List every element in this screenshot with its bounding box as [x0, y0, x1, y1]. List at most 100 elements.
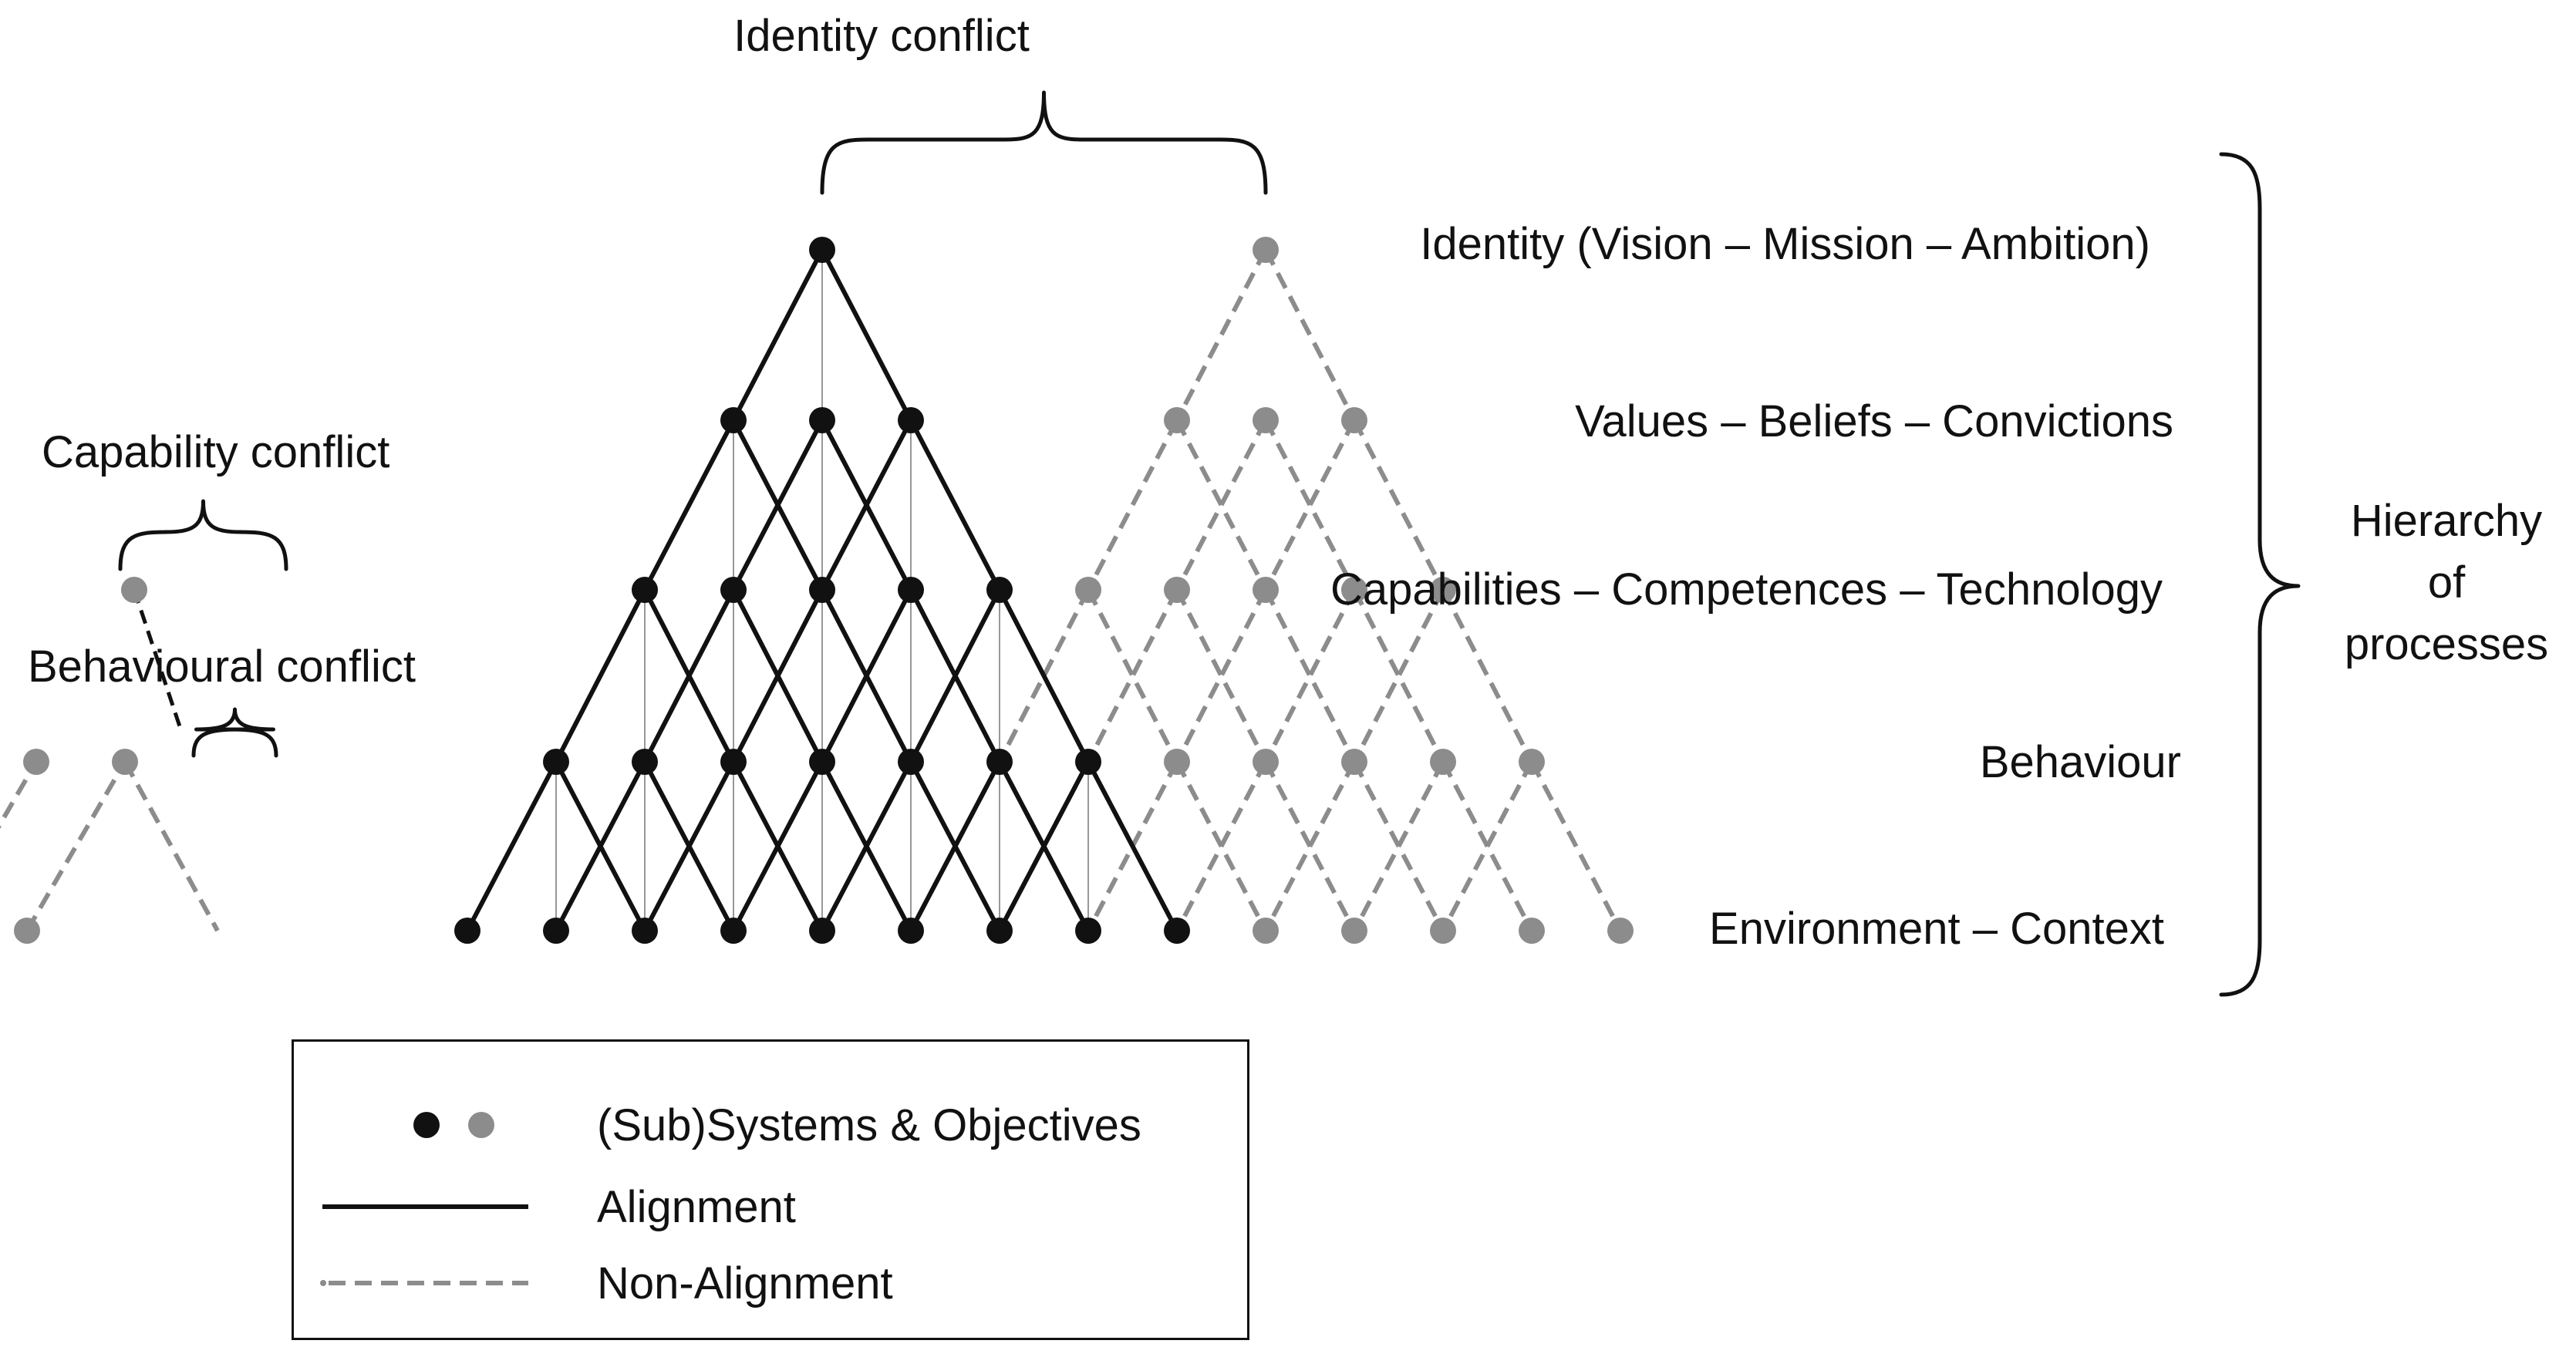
non-alignment-line	[1263, 760, 1357, 932]
capability-conflict-brace	[118, 499, 288, 571]
aligned-node	[720, 918, 747, 944]
non-aligned-node	[1075, 577, 1101, 603]
alignment-line	[731, 248, 824, 423]
level-identity-label: Identity (Vision – Mission – Ambition)	[1420, 219, 2150, 269]
aligned-node	[986, 918, 1013, 944]
legend-nodes-label: (Sub)Systems & Objectives	[597, 1100, 1141, 1150]
non-alignment-line	[25, 760, 127, 932]
behavioural-conflict-brace	[191, 707, 278, 758]
aligned-node	[1075, 918, 1101, 944]
non-alignment-line	[1175, 588, 1268, 763]
non-alignment-line	[1352, 760, 1445, 932]
non-alignment-line	[1175, 419, 1268, 591]
aligned-node	[898, 577, 924, 603]
non-alignment-line	[1263, 419, 1357, 591]
aligned-node	[1164, 918, 1190, 944]
non-aligned-node	[1253, 749, 1279, 775]
alignment-line	[820, 248, 913, 423]
non-aligned-node	[1341, 577, 1367, 603]
aligned-node	[809, 749, 835, 775]
aligned-nodes	[454, 237, 1190, 944]
non-aligned-node	[1430, 749, 1456, 775]
non-aligned-node	[1164, 749, 1190, 775]
non-alignment-line	[1263, 419, 1357, 591]
non-alignment-line	[1175, 248, 1268, 422]
legend-symbols	[320, 1112, 528, 1286]
legend-non-aligned-node-icon	[468, 1112, 494, 1138]
capability-conflict-label: Capability conflict	[42, 427, 390, 477]
aligned-node	[986, 749, 1013, 775]
aligned-node	[809, 918, 835, 944]
non-aligned-node	[1430, 918, 1456, 944]
alignment-line	[642, 588, 736, 764]
non-aligned-node	[1253, 407, 1279, 433]
non-aligned-node	[112, 749, 138, 775]
alignment-line	[1086, 759, 1179, 933]
hierarchy-line-1: Hierarchy	[2350, 496, 2543, 546]
non-aligned-node	[1519, 918, 1545, 944]
non-aligned-node	[1341, 407, 1367, 433]
non-alignment-line	[1263, 588, 1357, 763]
non-alignment-line	[1175, 760, 1268, 932]
behavioural-conflict-link	[132, 589, 183, 729]
alignment-line	[997, 759, 1091, 933]
non-alignment-line	[1352, 419, 1445, 591]
non-aligned-node	[1253, 577, 1279, 603]
non-alignment-line	[1441, 760, 1534, 932]
non-aligned-node	[1519, 749, 1545, 775]
aligned-node	[720, 577, 747, 603]
alignment-line	[731, 588, 824, 764]
non-aligned-node	[1341, 749, 1367, 775]
aligned-node	[809, 577, 835, 603]
aligned-node	[543, 918, 569, 944]
aligned-node	[898, 407, 924, 433]
non-aligned-nodes	[14, 237, 1634, 944]
hierarchy-line-2: of	[2427, 557, 2466, 608]
hierarchy-line-3: processes	[2344, 619, 2549, 669]
alignment-line	[909, 588, 1002, 764]
hierarchy-of-processes-label: Hierarchy of processes	[2345, 490, 2548, 675]
alignment-line	[909, 759, 1002, 933]
level-behaviour-label: Behaviour	[1979, 737, 2181, 787]
non-alignment-line	[1529, 760, 1623, 932]
non-alignment-line	[1352, 588, 1445, 763]
alignment-line	[820, 418, 913, 592]
alignment-line	[820, 588, 913, 764]
level-values-label: Values – Beliefs – Convictions	[1575, 396, 2173, 446]
non-aligned-node	[1430, 577, 1456, 603]
non-aligned-node	[1341, 918, 1367, 944]
alignment-line	[731, 418, 824, 592]
non-alignment-line	[1086, 419, 1179, 591]
non-alignment-line	[0, 760, 39, 830]
alignment-line	[465, 759, 558, 933]
vertical-links	[555, 250, 1089, 931]
non-alignment-line	[123, 760, 220, 932]
alignment-line	[731, 759, 824, 933]
level-environment-label: Environment – Context	[1709, 904, 2164, 954]
non-aligned-node	[1164, 577, 1190, 603]
aligned-node	[543, 749, 569, 775]
non-aligned-node	[23, 749, 49, 775]
aligned-node	[632, 577, 658, 603]
non-aligned-node	[121, 577, 147, 603]
legend-alignment-label: Alignment	[597, 1182, 796, 1232]
hierarchy-brace	[2219, 152, 2301, 997]
non-aligned-node	[1164, 407, 1190, 433]
aligned-node	[632, 749, 658, 775]
alignment-line	[554, 588, 647, 764]
alignment-line	[997, 588, 1091, 764]
identity-conflict-brace	[820, 90, 1268, 195]
braces	[118, 90, 2301, 997]
aligned-node	[898, 749, 924, 775]
alignment-network	[465, 248, 1179, 933]
aligned-node	[454, 918, 480, 944]
legend-non-alignment-label: Non-Alignment	[597, 1258, 893, 1308]
aligned-node	[809, 407, 835, 433]
non-alignment-line	[1086, 588, 1179, 763]
aligned-node	[898, 918, 924, 944]
non-alignment-line	[997, 588, 1091, 763]
non-aligned-node	[1607, 918, 1634, 944]
alignment-line	[554, 759, 647, 933]
non-alignment-line	[1086, 588, 1179, 763]
